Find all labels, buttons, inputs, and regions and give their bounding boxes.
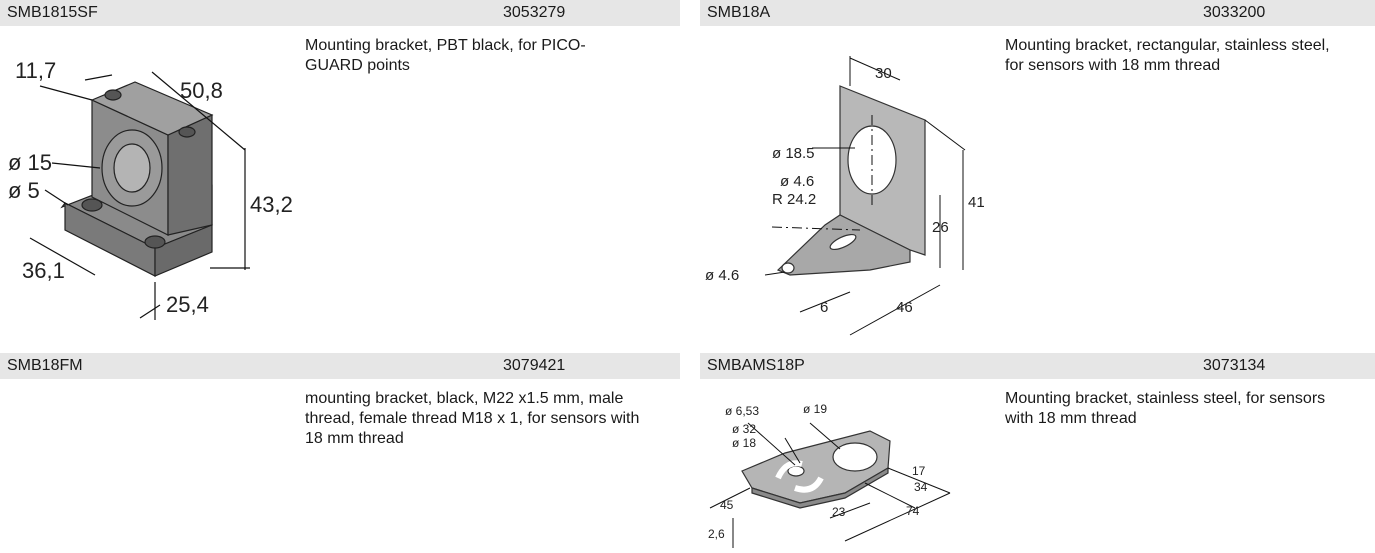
product-code: 3079421 bbox=[503, 357, 566, 374]
product-card-smb18a: SMB18A 3033200 Mounting bracket, rectang… bbox=[700, 0, 1375, 336]
product-description: Mounting bracket, rectangular, stainless… bbox=[1005, 37, 1330, 74]
product-header: SMB18FM 3079421 bbox=[0, 353, 680, 379]
product-name: SMB18A bbox=[707, 4, 771, 21]
dim-label: 74 bbox=[906, 504, 920, 518]
dim-label: ø 32 bbox=[732, 422, 756, 436]
dim-label: ø 5 bbox=[8, 178, 40, 203]
product-description: Mounting bracket, stainless steel, for s… bbox=[1005, 390, 1326, 427]
dim-label: ø 18.5 bbox=[772, 145, 815, 162]
dim-label: 30 bbox=[875, 65, 892, 82]
bracket-drawing-smb1815sf: 11,7 50,8 ø 15 ø 5 43,2 36,1 25,4 bbox=[8, 58, 293, 320]
product-card-smb1815sf: SMB1815SF 3053279 Mounting bracket, PBT … bbox=[0, 0, 680, 320]
dim-label: 17 bbox=[912, 464, 926, 478]
bracket-drawing-smb18a: 30 ø 18.5 ø 4.6 R 24.2 41 26 ø 4.6 6 46 bbox=[705, 56, 985, 336]
dim-label: 36,1 bbox=[22, 258, 65, 283]
dim-label: 6 bbox=[820, 299, 828, 316]
dim-label: ø 4.6 bbox=[705, 267, 739, 284]
dim-label: 41 bbox=[968, 194, 985, 211]
dim-label: 45 bbox=[720, 498, 734, 512]
dim-label: 23 bbox=[832, 505, 846, 519]
dim-label: ø 18 bbox=[732, 436, 756, 450]
dim-label: ø 6,53 bbox=[725, 404, 759, 418]
dim-label: R 24.2 bbox=[772, 191, 816, 208]
dim-label: 26 bbox=[932, 219, 949, 236]
product-code: 3033200 bbox=[1203, 4, 1266, 21]
product-header: SMB18A 3033200 bbox=[700, 0, 1375, 26]
dim-label: ø 15 bbox=[8, 150, 52, 175]
dim-label: 34 bbox=[914, 480, 928, 494]
dim-label: ø 19 bbox=[803, 402, 827, 416]
product-name: SMB18FM bbox=[7, 357, 83, 374]
dim-label: 2,6 bbox=[708, 527, 725, 541]
product-code: 3073134 bbox=[1203, 357, 1266, 374]
dim-label: 11,7 bbox=[15, 58, 56, 83]
dim-label: 25,4 bbox=[166, 292, 209, 317]
dim-label: 50,8 bbox=[180, 78, 223, 103]
product-name: SMBAMS18P bbox=[707, 357, 805, 374]
product-name: SMB1815SF bbox=[7, 4, 98, 21]
dim-label: 43,2 bbox=[250, 192, 293, 217]
product-description: mounting bracket, black, M22 x1.5 mm, ma… bbox=[305, 390, 640, 447]
dim-label: ø 4.6 bbox=[780, 173, 814, 190]
product-card-smbams18p: SMBAMS18P 3073134 Mounting bracket, stai… bbox=[700, 353, 1375, 548]
dim-label: 46 bbox=[896, 299, 913, 316]
product-code: 3053279 bbox=[503, 4, 566, 21]
bracket-drawing-smbams18p: ø 6,53 ø 19 ø 32 ø 18 17 34 45 23 74 2,6 bbox=[708, 402, 951, 548]
product-header: SMBAMS18P 3073134 bbox=[700, 353, 1375, 379]
product-card-smb18fm: SMB18FM 3079421 mounting bracket, black,… bbox=[0, 353, 680, 447]
product-header: SMB1815SF 3053279 bbox=[0, 0, 680, 26]
product-description: Mounting bracket, PBT black, for PICO-GU… bbox=[305, 37, 586, 74]
